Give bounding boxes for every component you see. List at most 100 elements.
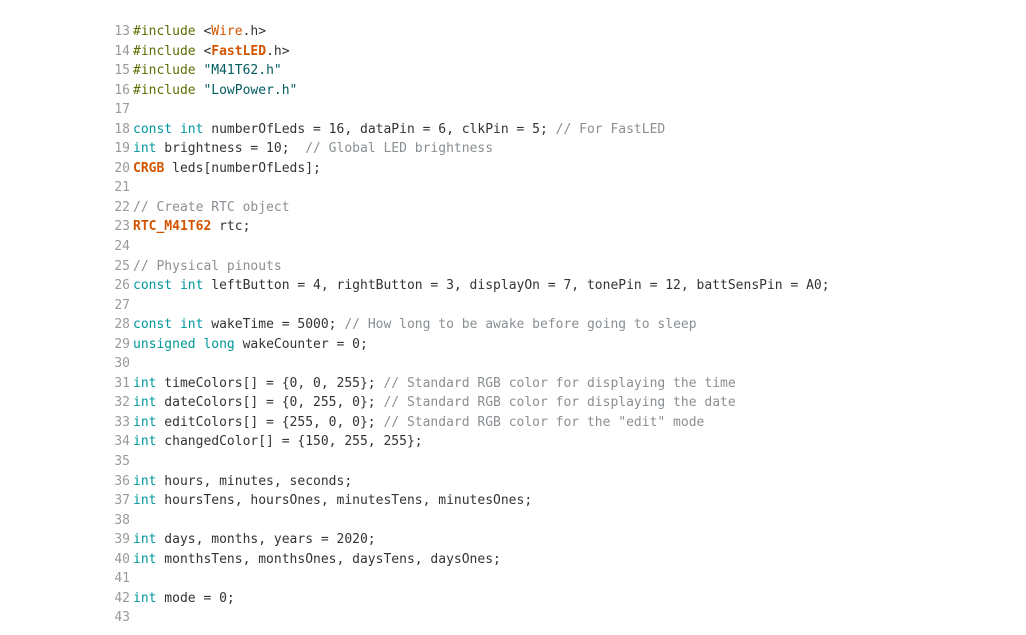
- code-token: monthsTens, monthsOnes, daysTens, daysOn…: [156, 551, 501, 567]
- code-token: int: [133, 473, 157, 489]
- code-text[interactable]: const int wakeTime = 5000; // How long t…: [132, 315, 697, 335]
- code-text[interactable]: #include <Wire.h>: [132, 22, 266, 42]
- code-line[interactable]: 38: [100, 511, 1000, 531]
- code-token: <: [195, 43, 212, 59]
- code-text[interactable]: #include "M41T62.h": [132, 61, 282, 81]
- code-token: int: [133, 551, 157, 567]
- code-token: wakeCounter = 0;: [234, 336, 368, 352]
- code-text[interactable]: // Create RTC object: [132, 198, 290, 218]
- code-text[interactable]: // Physical pinouts: [132, 257, 282, 277]
- code-text[interactable]: [132, 354, 133, 374]
- code-token: "M41T62.h": [203, 63, 282, 79]
- code-text[interactable]: int mode = 0;: [132, 589, 235, 609]
- line-number: 13: [114, 24, 130, 39]
- code-text[interactable]: int hoursTens, hoursOnes, minutesTens, m…: [132, 491, 532, 511]
- code-line[interactable]: 30: [100, 354, 1000, 374]
- code-text[interactable]: [132, 511, 133, 531]
- code-text[interactable]: const int numberOfLeds = 16, dataPin = 6…: [132, 120, 665, 140]
- code-token: int: [133, 532, 157, 548]
- code-text[interactable]: int monthsTens, monthsOnes, daysTens, da…: [132, 550, 501, 570]
- code-text[interactable]: int timeColors[] = {0, 0, 255}; // Stand…: [132, 374, 736, 394]
- code-line[interactable]: 24: [100, 237, 1000, 257]
- code-token: // How long to be awake before going to …: [344, 317, 697, 333]
- code-token: "LowPower.h": [203, 82, 298, 98]
- code-token: Wire: [211, 24, 243, 39]
- line-number: 37: [114, 493, 130, 509]
- code-text[interactable]: RTC_M41T62 rtc;: [132, 217, 250, 237]
- line-number: 19: [114, 141, 130, 157]
- code-text[interactable]: int changedColor[] = {150, 255, 255};: [132, 432, 423, 452]
- code-line[interactable]: 21: [100, 178, 1000, 198]
- code-token: int: [133, 414, 157, 430]
- line-number: 39: [114, 532, 130, 548]
- code-line[interactable]: 22// Create RTC object: [100, 198, 1000, 218]
- code-line[interactable]: 25// Physical pinouts: [100, 257, 1000, 277]
- code-text[interactable]: [132, 296, 133, 316]
- code-text[interactable]: [132, 100, 133, 120]
- code-text[interactable]: [132, 608, 133, 628]
- code-text[interactable]: int hours, minutes, seconds;: [132, 472, 352, 492]
- code-token: rtc;: [211, 219, 251, 235]
- line-number: 29: [114, 336, 130, 352]
- code-token: [172, 317, 180, 332]
- code-token: leds[numberOfLeds];: [164, 160, 321, 176]
- line-number: 26: [114, 278, 130, 294]
- code-line[interactable]: 14#include <FastLED.h>: [100, 42, 1000, 62]
- code-line[interactable]: 41: [100, 569, 1000, 589]
- code-line[interactable]: 17: [100, 100, 1000, 120]
- line-number: 25: [114, 258, 130, 274]
- code-token: // For FastLED: [555, 121, 666, 137]
- code-text[interactable]: int dateColors[] = {0, 255, 0}; // Stand…: [132, 393, 736, 413]
- code-line[interactable]: 43: [100, 608, 1000, 628]
- code-editor[interactable]: 13#include <Wire.h>14#include <FastLED.h…: [100, 22, 1000, 630]
- code-text[interactable]: [132, 452, 133, 472]
- code-line[interactable]: 27: [100, 296, 1000, 316]
- code-text[interactable]: [132, 569, 133, 589]
- code-token: #include: [133, 24, 196, 39]
- code-line[interactable]: 35: [100, 452, 1000, 472]
- code-text[interactable]: int editColors[] = {255, 0, 0}; // Stand…: [132, 413, 704, 433]
- code-text[interactable]: CRGB leds[numberOfLeds];: [132, 159, 321, 179]
- code-token: CRGB: [133, 160, 165, 176]
- code-text[interactable]: unsigned long wakeCounter = 0;: [132, 335, 368, 355]
- code-token: [172, 278, 180, 293]
- code-token: int: [133, 375, 157, 391]
- code-token: int: [133, 493, 157, 509]
- code-token: int: [179, 121, 204, 137]
- code-text[interactable]: const int leftButton = 4, rightButton = …: [132, 276, 830, 296]
- line-number: 30: [114, 356, 130, 372]
- code-line[interactable]: 13#include <Wire.h>: [100, 22, 1000, 42]
- code-line[interactable]: 15#include "M41T62.h": [100, 61, 1000, 81]
- code-token: .h>: [242, 24, 267, 39]
- code-token: numberOfLeds = 16, dataPin = 6, clkPin =…: [203, 121, 556, 137]
- code-text[interactable]: int brightness = 10; // Global LED brigh…: [132, 139, 493, 159]
- code-text[interactable]: [132, 178, 133, 198]
- code-text[interactable]: #include <FastLED.h>: [132, 42, 290, 62]
- code-text[interactable]: int days, months, years = 2020;: [132, 530, 376, 550]
- line-number: 15: [114, 63, 130, 79]
- line-number: 35: [114, 454, 130, 470]
- line-number: 21: [114, 180, 130, 196]
- code-text[interactable]: [132, 237, 133, 257]
- code-token: mode = 0;: [156, 590, 235, 606]
- code-text[interactable]: #include "LowPower.h": [132, 81, 297, 101]
- code-token: // Physical pinouts: [133, 258, 282, 274]
- code-line[interactable]: 16#include "LowPower.h": [100, 81, 1000, 101]
- line-number: 27: [114, 297, 130, 313]
